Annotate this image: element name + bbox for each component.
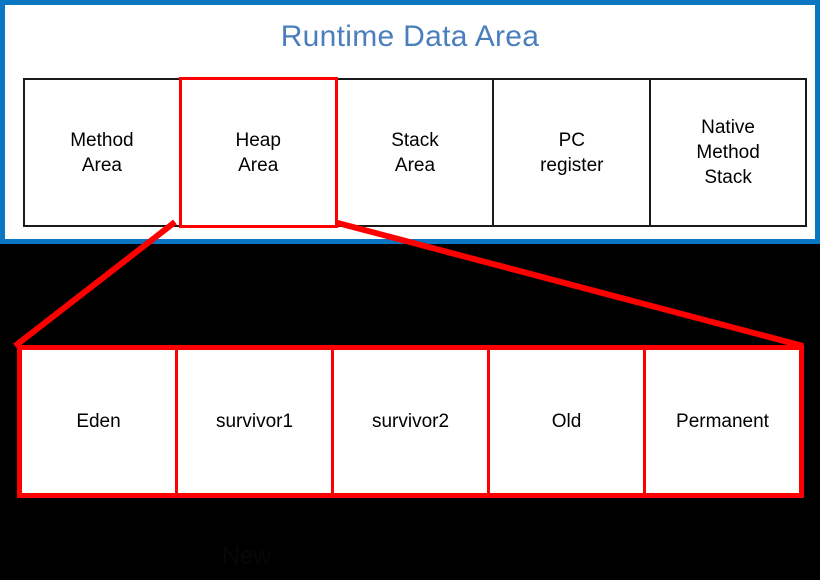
heap-cell-label: Eden [76, 410, 121, 432]
page-title: Runtime Data Area [280, 20, 540, 53]
heap-cell-label: survivor1 [215, 410, 294, 432]
runtime-cell-heap-area[interactable]: Heap Area [178, 77, 338, 228]
heap-cell-label: Permanent [676, 410, 769, 432]
runtime-cell-label: Method Area [70, 129, 134, 176]
runtime-cell-label: Heap Area [235, 129, 281, 176]
runtime-cell-label: Native Method Stack [696, 117, 760, 188]
runtime-cell-label: Stack Area [391, 129, 439, 176]
runtime-cell-pc-register: PC register [493, 78, 651, 227]
runtime-cell-method-area: Method Area [23, 78, 180, 227]
heap-generations-table: Eden survivor1 survivor2 Old Permanent [17, 345, 804, 498]
heap-cell-label: Old [551, 410, 582, 432]
heap-cell-permanent: Permanent [646, 350, 799, 493]
heap-cell-survivor2: survivor2 [334, 350, 490, 493]
heap-cell-survivor1: survivor1 [178, 350, 334, 493]
heap-cell-old: Old [490, 350, 646, 493]
runtime-data-area-table: Method Area Heap Area Stack Area PC regi… [23, 77, 807, 228]
heap-cell-label: survivor2 [371, 410, 450, 432]
runtime-cell-stack-area: Stack Area [336, 78, 494, 227]
runtime-cell-label: PC register [540, 129, 604, 176]
runtime-data-area-panel: Runtime Data Area Method Area Heap Area … [0, 0, 820, 244]
footer-caption: New [222, 542, 271, 570]
runtime-cell-native-method-stack: Native Method Stack [650, 78, 807, 227]
heap-cell-eden: Eden [22, 350, 178, 493]
